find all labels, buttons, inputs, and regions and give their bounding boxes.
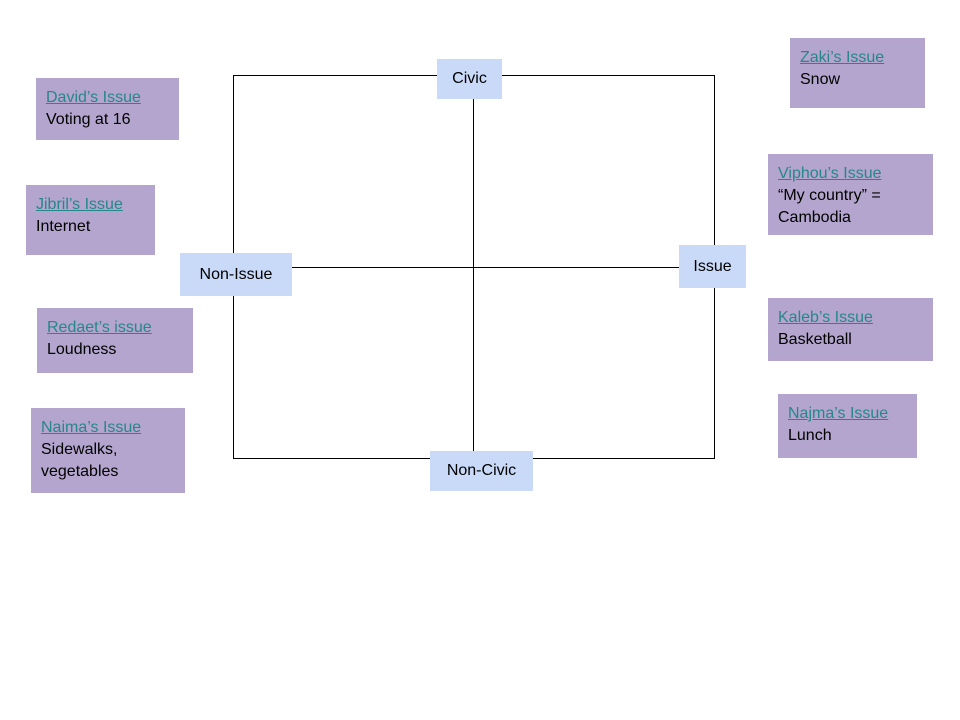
axis-label-civic[interactable]: Civic: [437, 59, 502, 99]
issue-card-david[interactable]: David’s Issue Voting at 16: [36, 78, 179, 140]
issue-body-jibril: Internet: [36, 218, 91, 235]
issue-body-zaki: Snow: [800, 71, 841, 88]
issue-link-viphou[interactable]: Viphou’s Issue: [778, 165, 882, 182]
issue-card-naima[interactable]: Naima’s Issue Sidewalks, vegetables: [31, 408, 185, 493]
issue-body-kaleb: Basketball: [778, 331, 852, 348]
axis-label-non-civic[interactable]: Non-Civic: [430, 451, 533, 491]
issue-link-redaet[interactable]: Redaet’s issue: [47, 319, 152, 336]
issue-body-david: Voting at 16: [46, 111, 131, 128]
issue-link-naima[interactable]: Naima’s Issue: [41, 419, 142, 436]
issue-body-naima: Sidewalks, vegetables: [41, 441, 119, 480]
issue-body-redaet: Loudness: [47, 341, 117, 358]
issue-card-jibril[interactable]: Jibril’s Issue Internet: [26, 185, 155, 255]
issue-card-viphou[interactable]: Viphou’s Issue “My country” = Cambodia: [768, 154, 933, 235]
issue-link-najma[interactable]: Najma’s Issue: [788, 405, 889, 422]
axis-label-issue[interactable]: Issue: [679, 245, 746, 288]
issue-card-redaet[interactable]: Redaet’s issue Loudness: [37, 308, 193, 373]
issue-link-zaki[interactable]: Zaki’s Issue: [800, 49, 885, 66]
issue-body-najma: Lunch: [788, 427, 832, 444]
issue-card-najma[interactable]: Najma’s Issue Lunch: [778, 394, 917, 458]
issue-link-jibril[interactable]: Jibril’s Issue: [36, 196, 123, 213]
axis-label-non-civic-text: Non-Civic: [446, 462, 517, 479]
axis-label-non-issue[interactable]: Non-Issue: [180, 253, 292, 296]
issue-card-kaleb[interactable]: Kaleb’s Issue Basketball: [768, 298, 933, 361]
issue-link-kaleb[interactable]: Kaleb’s Issue: [778, 309, 873, 326]
issue-link-david[interactable]: David’s Issue: [46, 89, 141, 106]
axis-label-issue-text: Issue: [693, 257, 732, 275]
horizontal-axis-line: [233, 267, 715, 268]
issue-body-viphou: “My country” = Cambodia: [778, 187, 881, 226]
axis-label-non-issue-text: Non-Issue: [199, 265, 273, 283]
axis-label-civic-text: Civic: [452, 70, 487, 87]
issue-card-zaki[interactable]: Zaki’s Issue Snow: [790, 38, 925, 108]
